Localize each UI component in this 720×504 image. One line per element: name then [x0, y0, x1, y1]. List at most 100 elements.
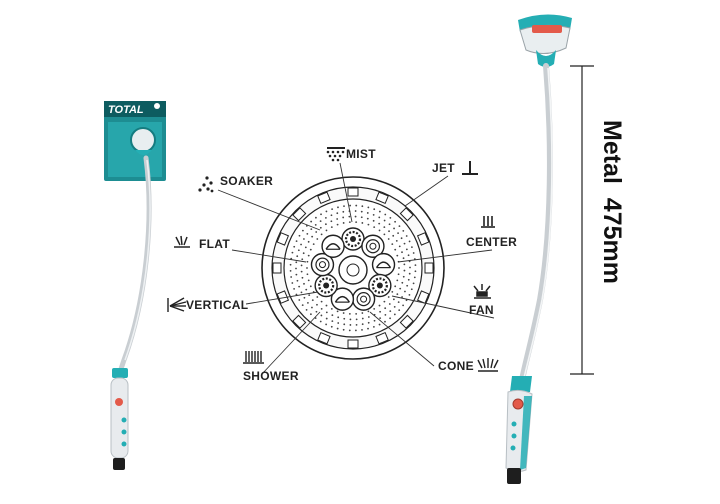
spray-hole [399, 287, 402, 290]
spray-hole [355, 318, 358, 321]
spray-hole [361, 328, 363, 331]
spray-hole [367, 327, 369, 330]
spray-hole [355, 221, 358, 224]
spray-hole [396, 293, 399, 296]
spray-hole [408, 293, 411, 296]
spray-hole [295, 293, 298, 296]
spray-hole [411, 246, 413, 249]
leader-line [261, 311, 321, 375]
rim-tooth [292, 314, 307, 329]
package-wand-highlight [124, 159, 151, 361]
shower-label: SHOWER [243, 369, 299, 383]
rim-tooth [399, 207, 414, 222]
callout-center: CENTER [466, 216, 517, 249]
vertical-icon [167, 297, 187, 312]
spray-hole [336, 327, 339, 330]
spray-hole [409, 266, 411, 269]
spray-hole [366, 212, 369, 214]
port-center [350, 236, 356, 242]
spray-hole [307, 301, 309, 304]
spray-hole [305, 308, 308, 311]
spray-hole [389, 310, 392, 313]
rim-tooth [416, 290, 430, 304]
packaged-product: TOTAL [104, 101, 166, 470]
spray-hole [316, 303, 318, 306]
spray-hole [342, 222, 345, 224]
spray-hole [301, 304, 304, 306]
nozzle-dot-pattern [289, 204, 417, 332]
spray-hole [393, 305, 396, 308]
spray-hole [372, 326, 375, 328]
callout-soaker: SOAKER [198, 174, 273, 193]
rim-tooth [317, 331, 331, 345]
package-hang-hole [154, 103, 160, 109]
spray-hole [367, 206, 370, 209]
spray-hole [304, 246, 307, 249]
port-ring [351, 287, 376, 311]
spray-hole [361, 205, 364, 208]
spray-hole [394, 220, 396, 223]
spray-hole [384, 213, 387, 216]
spray-hole [391, 243, 394, 245]
callout-mist: MIST [326, 147, 376, 162]
spray-hole [343, 323, 346, 326]
spray-hole [319, 320, 322, 323]
port-teeth [371, 277, 388, 294]
spray-hole [320, 307, 323, 310]
spray-hole [373, 307, 376, 310]
vertical-label: VERTICAL [186, 298, 248, 312]
spray-hole [325, 229, 328, 232]
spray-hole [298, 234, 301, 237]
spray-hole [360, 216, 363, 219]
spray-hole [378, 304, 381, 307]
spray-hole [303, 296, 306, 299]
spray-hole [316, 238, 319, 240]
spray-hole [342, 216, 345, 219]
spray-hole [315, 310, 318, 313]
port-core [369, 242, 377, 250]
rim-tooth [347, 339, 359, 349]
spray-hole [398, 225, 401, 228]
spray-hole [373, 226, 376, 229]
spray-hole [331, 314, 334, 317]
spray-hole [373, 208, 376, 211]
spray-hole [360, 210, 363, 213]
spray-hole [401, 281, 404, 284]
spray-hole [349, 204, 352, 207]
spray-hole [307, 254, 310, 257]
spray-hole [383, 226, 386, 229]
spray-hole [306, 267, 308, 269]
package-handle-collar [112, 368, 128, 378]
port-center [376, 282, 383, 289]
port-inner [365, 239, 381, 254]
spray-hole [342, 312, 345, 314]
spray-hole [388, 223, 391, 226]
spray-hole [392, 298, 395, 301]
port-arc [334, 295, 350, 303]
rim-tooth [424, 262, 434, 274]
port-ring [330, 287, 355, 311]
spray-hole [343, 205, 345, 208]
spray-hole [315, 231, 318, 233]
spray-hole [391, 291, 394, 293]
spray-hole [402, 275, 405, 278]
spray-port [330, 287, 355, 311]
spray-hole [296, 279, 299, 282]
spray-hole [361, 317, 364, 320]
package-brand-logo: TOTAL [108, 104, 144, 116]
spray-hole [348, 221, 351, 224]
spray-hole [405, 299, 408, 302]
spray-hole [395, 239, 398, 242]
spray-hole [298, 299, 301, 301]
port-core [318, 261, 326, 269]
spray-hole [413, 276, 416, 279]
package-hose-connector [113, 458, 125, 470]
spray-hole [361, 312, 364, 314]
spray-hole [389, 217, 392, 219]
spray-hole [402, 230, 405, 232]
rim-tooth [272, 262, 282, 274]
spray-hole [343, 317, 346, 320]
spray-hole [394, 248, 397, 251]
rim-tooth [416, 232, 430, 246]
spray-hole [295, 240, 298, 243]
